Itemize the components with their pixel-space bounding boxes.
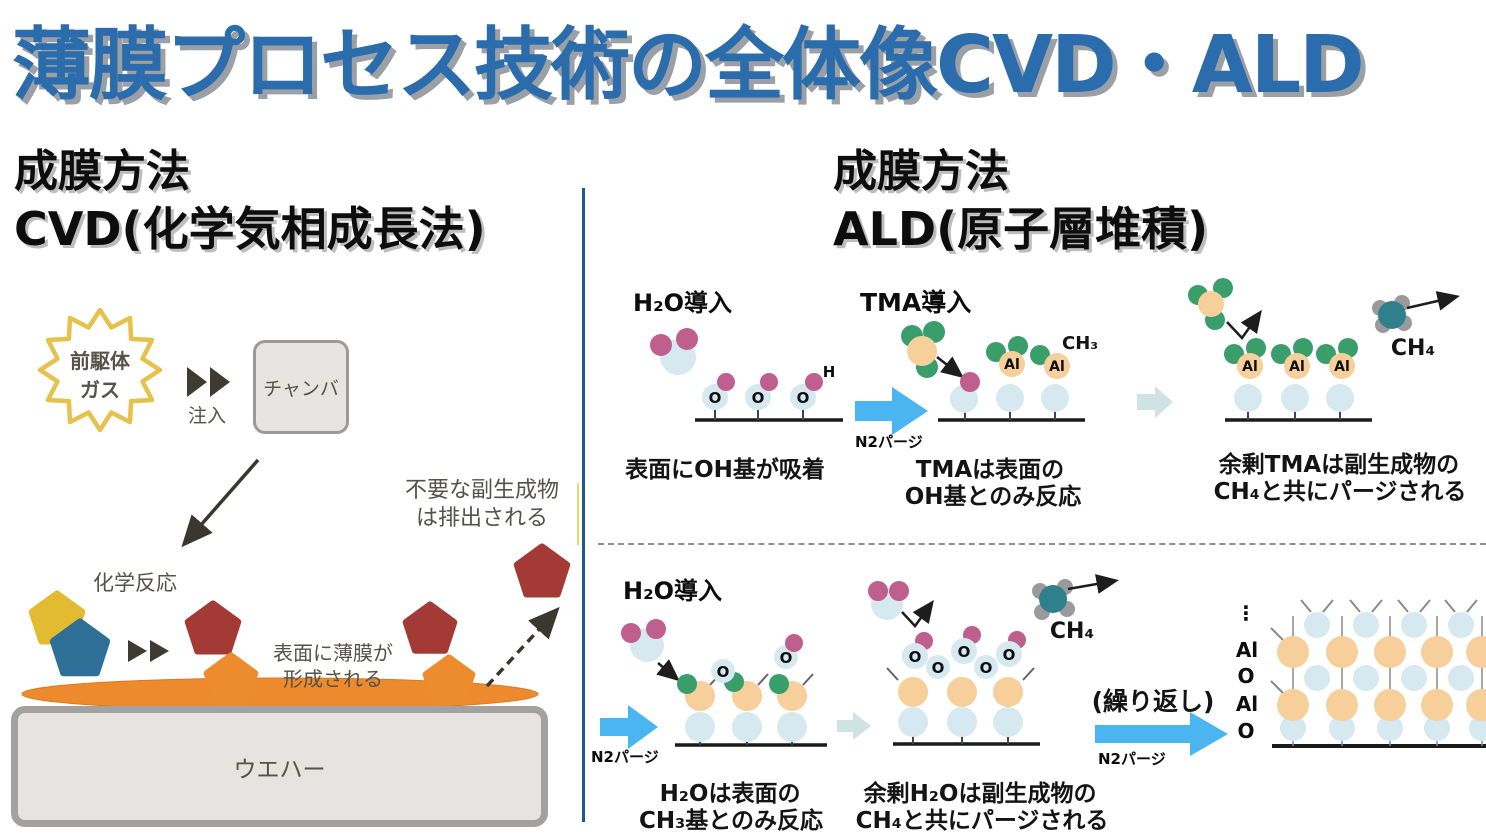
ch4-molecule <box>1372 291 1460 333</box>
al-surface-full: Al Al Al <box>1224 338 1372 422</box>
cvd-diagram-svg <box>21 307 571 711</box>
reaction-label: 化学反応 <box>93 571 177 595</box>
water-molecule-bouncing <box>868 581 934 628</box>
dashed-divider <box>598 543 1486 545</box>
reaction-arrows-icon <box>128 640 169 662</box>
ald-heading-line1: 成膜方法 <box>833 146 1009 197</box>
repeat-arrow-icon <box>1095 712 1228 756</box>
pentagon-orange-2 <box>422 654 476 705</box>
svg-text:O: O <box>717 663 730 681</box>
ald-bottom-row-svg: O O <box>600 574 1486 756</box>
ald-top-step3-caption2: CH₄と共にパージされる <box>1213 479 1467 505</box>
chamber-label: チャンバ <box>263 377 339 400</box>
page-title: 薄膜プロセス技術の全体像CVD・ALD <box>12 19 1365 111</box>
svg-text:O: O <box>932 659 945 677</box>
svg-text:O: O <box>752 389 765 407</box>
svg-text:Al: Al <box>1049 359 1065 375</box>
film-label-line2: 形成される <box>283 667 383 691</box>
svg-text:O: O <box>797 389 810 407</box>
inject-label: 注入 <box>187 405 227 427</box>
ch3-label: CH₃ <box>1062 333 1099 354</box>
chamber-to-surface-arrow-icon <box>181 458 260 548</box>
ald-top-step2-title: TMA導入 <box>860 288 972 317</box>
ch3-surface-reacting: O O <box>675 634 827 747</box>
tma-molecule <box>901 321 964 379</box>
seam-line <box>577 483 579 545</box>
pale-flow-arrow-icon <box>1137 386 1173 418</box>
vertical-divider <box>582 188 585 822</box>
film-label-line1: 表面に薄膜が <box>273 641 393 665</box>
pentagon-orange-1 <box>203 652 259 705</box>
pentagon-red-2 <box>402 601 458 654</box>
ch4-molecule-2 <box>1032 574 1119 620</box>
ald-bottom-step2-caption2: CH₄と共にパージされる <box>855 808 1109 833</box>
n2-purge-arrow-icon <box>855 387 928 435</box>
ald-top-step1-caption: 表面にOH基が吸着 <box>625 457 825 483</box>
al2o3-lattice <box>1270 599 1486 748</box>
ald-top-step3-caption1: 余剰TMAは副生成物の <box>1218 452 1460 478</box>
n2-purge-arrow-icon-2 <box>600 705 658 749</box>
precursor-starburst-icon <box>37 307 163 433</box>
water-molecule-2 <box>621 619 680 682</box>
ald-top-step1-title: H₂O導入 <box>633 289 732 317</box>
ald-bottom-step1-caption2: CH₃基とのみ反応 <box>639 808 823 833</box>
cvd-heading-line2: CVD(化学気相成長法) <box>14 202 486 256</box>
oh-surface-full: O O O O O <box>886 626 1040 746</box>
tma-molecule-bouncing <box>1188 278 1262 340</box>
precursor-label-line1: 前駆体 <box>70 349 130 373</box>
svg-text:H: H <box>823 363 836 381</box>
tma-surface: Al Al <box>938 336 1085 422</box>
water-molecule <box>650 328 698 375</box>
ald-bottom-step2-caption1: 余剰H₂Oは副生成物の <box>863 781 1097 807</box>
byproduct-label-line2: は排出される <box>415 506 549 531</box>
ch4-label-bottom: CH₄ <box>1049 619 1095 644</box>
stack-label-o-1: O <box>1237 664 1255 688</box>
svg-text:Al: Al <box>1289 359 1305 375</box>
svg-text:O: O <box>980 659 993 677</box>
svg-text:Al: Al <box>1242 359 1258 375</box>
ald-bottom-step1-caption1: H₂Oは表面の <box>659 781 801 807</box>
pentagon-blue <box>49 618 111 677</box>
pentagon-red-1 <box>184 600 242 655</box>
n2-purge-label-2: N2パージ <box>591 748 659 766</box>
pale-flow-arrow-icon-2 <box>837 712 871 740</box>
pentagon-red-escaping <box>513 543 571 598</box>
wafer-label: ウエハー <box>233 756 326 783</box>
wafer-box: ウエハー <box>11 706 548 827</box>
ald-top-step2-caption1: TMAは表面の <box>915 457 1065 483</box>
n2-purge-label-1: N2パージ <box>855 433 923 451</box>
stack-label-o-2: O <box>1237 719 1255 743</box>
n2-purge-label-3: N2パージ <box>1098 750 1166 768</box>
ald-top-step2-caption2: OH基とのみ反応 <box>904 484 1082 510</box>
ald-heading-line2: ALD(原子層堆積) <box>833 202 1209 256</box>
stack-label-dots: ⋮ <box>1236 601 1256 625</box>
ald-bottom-step1-title: H₂O導入 <box>623 577 722 605</box>
ald-top-row-svg: O O O H <box>650 278 1460 435</box>
repeat-label: (繰り返し) <box>1091 687 1215 716</box>
svg-text:Al: Al <box>1334 359 1350 375</box>
precursor-label-line2: ガス <box>80 378 120 402</box>
chamber-box: チャンバ <box>253 340 349 434</box>
svg-text:O: O <box>709 389 722 407</box>
byproduct-label-line1: 不要な副生成物 <box>404 478 560 503</box>
inject-arrows-icon <box>187 367 230 397</box>
svg-text:Al: Al <box>1004 357 1020 373</box>
stack-label-al-2: Al <box>1235 692 1259 716</box>
cvd-heading-line1: 成膜方法 <box>14 146 190 197</box>
stack-label-al-1: Al <box>1235 638 1259 662</box>
oh-surface: O O O H <box>695 363 843 422</box>
svg-text:O: O <box>958 643 971 661</box>
ch4-label-top: CH₄ <box>1390 336 1436 361</box>
svg-text:O: O <box>909 648 922 666</box>
svg-text:O: O <box>1003 646 1016 664</box>
exhaust-dashed-arrow-icon <box>485 606 560 688</box>
svg-text:O: O <box>780 649 793 667</box>
